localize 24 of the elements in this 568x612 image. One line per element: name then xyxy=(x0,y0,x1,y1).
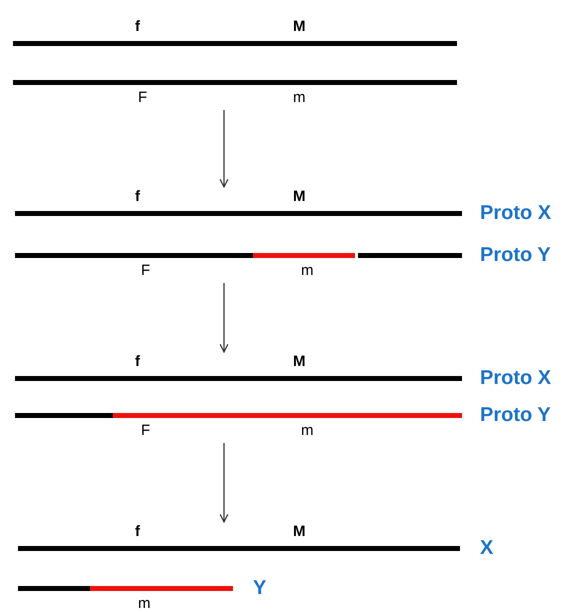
locus-label: f xyxy=(135,189,140,205)
locus-label: M xyxy=(293,189,306,205)
locus-label: M xyxy=(293,19,306,35)
locus-label: m xyxy=(138,596,150,612)
locus-label: m xyxy=(293,90,306,106)
arrow xyxy=(220,110,228,188)
locus-label: F xyxy=(141,263,150,279)
locus-label: F xyxy=(141,423,150,439)
locus-label: M xyxy=(293,524,306,540)
locus-label: f xyxy=(135,524,140,540)
chromosome-name: Proto Y xyxy=(480,404,551,426)
locus-label: M xyxy=(293,354,306,370)
locus-label: m xyxy=(301,423,314,439)
chromosome-name: Proto X xyxy=(480,367,552,389)
chromosome-name: Y xyxy=(253,577,266,599)
chromosome-name: Proto Y xyxy=(480,244,551,266)
arrow xyxy=(220,443,228,523)
chromosome-name: Proto X xyxy=(480,202,552,224)
locus-label: m xyxy=(301,263,314,279)
arrow xyxy=(220,283,228,353)
locus-label: f xyxy=(135,354,140,370)
locus-label: f xyxy=(135,19,140,35)
chromosome-name: X xyxy=(480,537,494,559)
locus-label: F xyxy=(138,90,148,106)
